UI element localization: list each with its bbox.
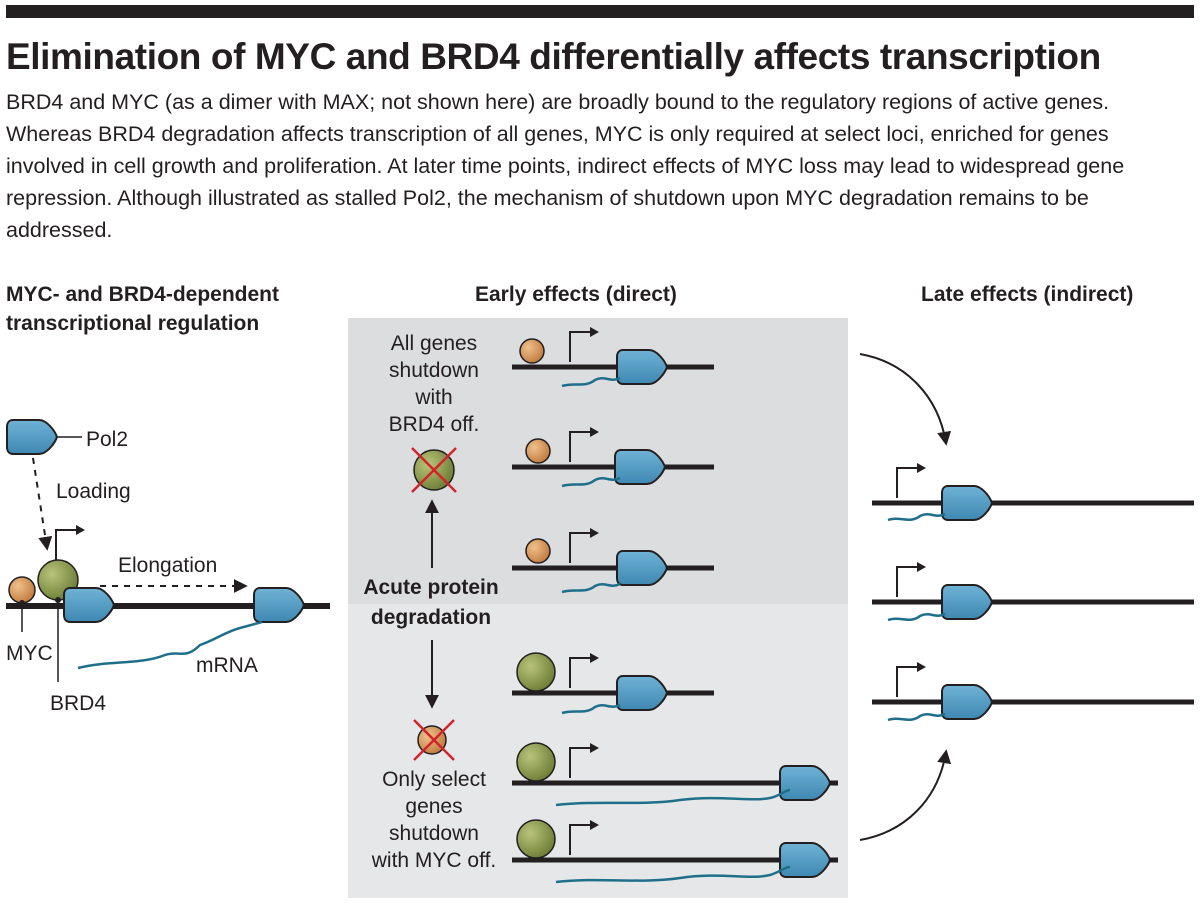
myc-off-line1: Only select [382,768,486,791]
myc-off-line2: genes [405,795,462,818]
mrna-strand [887,712,946,722]
loading-arrow [32,457,53,551]
pol2-icon [6,419,58,455]
degradation-line1: Acute protein [363,576,498,599]
mrna-label: mRNA [196,654,258,677]
middle-heading: Early effects (direct) [475,283,677,306]
degradation-center: Acute protein degradation [363,499,499,709]
cross-icon [413,719,455,761]
cross-icon [411,447,457,493]
brd4-icon [516,819,556,859]
pol2-icon [616,550,668,586]
myc-icon [525,438,551,464]
mrna-strand [561,376,621,388]
myc-off-genes: Only select genes shutdown with MYC off. [371,652,838,884]
myc-icon [8,576,36,604]
pol2-icon [616,675,668,711]
brd4-off-line1: All genes [391,332,477,355]
pol2-icon [63,587,115,623]
myc-off-line4: with MYC off. [371,849,496,872]
myc-icon [417,725,447,755]
brd4-off-genes: All genes shutdown with BRD4 off. [389,326,714,594]
pol2-icon [614,449,666,485]
tss-arrow-icon [896,561,927,598]
brd4-off-line2: shutdown [389,359,479,382]
left-heading-line2: transcriptional regulation [6,312,260,335]
brd4-icon [516,742,556,782]
lower-curved-arrow [859,749,952,841]
upper-curved-arrow [859,353,952,446]
mrna-strand [555,865,791,884]
pol2-icon [941,684,993,720]
brd4-off-line4: BRD4 off. [389,413,480,436]
pol2-label: Pol2 [86,428,128,451]
mrna-strand [887,512,946,522]
left-schematic: Pol2 Loading Elongation MYC BRD4 mRNA [6,419,330,715]
brd4-label: BRD4 [50,692,106,715]
pol2-icon [616,349,668,385]
elongation-label: Elongation [118,554,217,577]
mrna-strand [561,476,621,488]
left-heading-line1: MYC- and BRD4-dependent [6,283,279,306]
pol2-icon [253,587,305,623]
tss-arrow-icon [55,524,86,561]
myc-label: MYC [6,642,53,665]
brd4-off-line3: with [414,386,452,409]
tss-arrow-icon [896,661,927,698]
mrna-strand [561,703,621,715]
mrna-strand [561,582,621,594]
pol2-icon [941,485,993,521]
brd4-icon [516,652,556,692]
degradation-line2: degradation [371,606,491,629]
myc-icon [525,538,551,564]
late-effects [859,353,1194,841]
top-rule [6,5,1194,18]
left-heading: MYC- and BRD4-dependent transcriptional … [6,280,279,338]
mrna-strand [887,612,946,622]
myc-off-line3: shutdown [389,822,479,845]
intro-paragraph: BRD4 and MYC (as a dimer with MAX; not s… [6,90,1125,242]
mrna-strand [77,620,263,670]
myc-icon [519,338,545,364]
right-heading: Late effects (indirect) [921,283,1134,306]
pol2-icon [779,842,831,878]
tss-arrow-icon [896,462,927,499]
figure-title: Elimination of MYC and BRD4 differential… [6,36,1101,77]
loading-label: Loading [56,480,131,503]
pol2-icon [941,584,993,620]
pol2-icon [779,765,831,801]
mrna-strand [555,788,791,807]
